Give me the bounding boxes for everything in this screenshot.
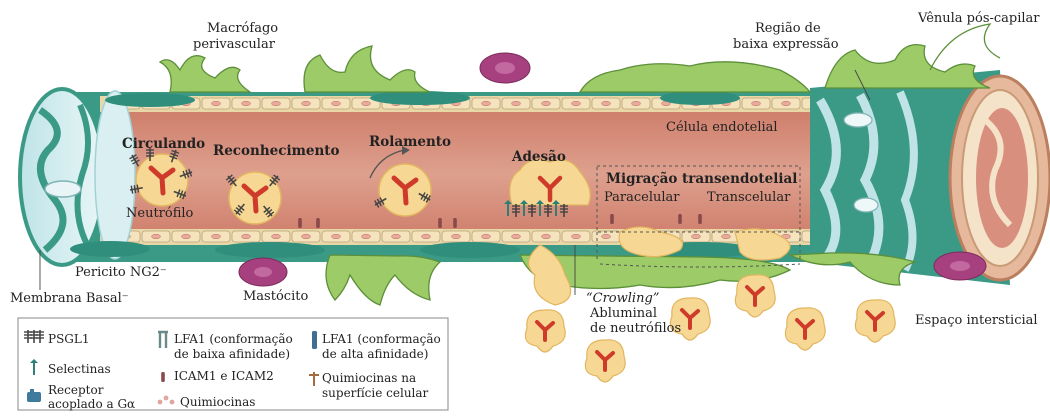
lfa1-high-icon bbox=[312, 331, 317, 349]
endothelial-cell bbox=[322, 231, 350, 242]
endothelial-cell bbox=[142, 231, 170, 242]
endothelial-cell bbox=[772, 98, 800, 109]
label-paracellular: Paracelular bbox=[604, 190, 680, 205]
stage-migration: Migração transendotelial bbox=[606, 171, 797, 187]
endothelial-cell bbox=[592, 98, 620, 109]
legend-surface-chem-2: superfície celular bbox=[322, 386, 429, 400]
legend-lfa1-high-2: de alta afinidade) bbox=[322, 347, 428, 361]
label-macrophage-2: perivascular bbox=[193, 37, 276, 52]
endothelial-cell bbox=[532, 98, 560, 109]
icam-marker bbox=[698, 214, 702, 224]
endothelial-cell bbox=[322, 98, 350, 109]
endothelial-cell bbox=[202, 98, 230, 109]
endothelial-cell bbox=[682, 231, 710, 242]
label-macrophage-1: Macrófago bbox=[207, 21, 278, 36]
label-crawling-3: de neutrófilos bbox=[590, 321, 681, 336]
legend-lfa1-low-1: LFA1 (conformação bbox=[174, 332, 293, 346]
endothelial-cell bbox=[532, 231, 560, 242]
icam-marker bbox=[610, 214, 614, 224]
vessel-left-end bbox=[20, 89, 135, 265]
icam-marker bbox=[453, 218, 457, 228]
label-crawling-2: Abluminal bbox=[589, 306, 657, 321]
legend-icam: ICAM1 e ICAM2 bbox=[174, 369, 274, 383]
label-endothelial: Célula endotelial bbox=[666, 120, 778, 135]
endothelial-cell bbox=[262, 98, 290, 109]
icam-marker bbox=[316, 218, 320, 228]
icam-marker bbox=[678, 214, 682, 224]
stage-circulating: Circulando bbox=[122, 136, 205, 152]
label-neutrophil: Neutrófilo bbox=[126, 206, 194, 221]
label-crawling: “Crowling” bbox=[586, 291, 659, 306]
endothelial-cell bbox=[292, 231, 320, 242]
label-mast-cell: Mastócito bbox=[243, 289, 308, 304]
legend-surface-chem-1: Quimiocinas na bbox=[322, 371, 416, 385]
endothelial-cell bbox=[412, 231, 440, 242]
label-venule: Vênula pós-capilar bbox=[917, 11, 1040, 26]
label-basal-membrane: Membrana Basal⁻ bbox=[10, 291, 129, 306]
icam-marker bbox=[438, 218, 442, 228]
endothelial-cell bbox=[622, 98, 650, 109]
endothelial-cell bbox=[172, 231, 200, 242]
endothelial-cell bbox=[382, 231, 410, 242]
endothelial-cell bbox=[562, 231, 590, 242]
endothelial-cell bbox=[352, 231, 380, 242]
label-interstitial: Espaço intersticial bbox=[915, 313, 1038, 328]
legend: PSGL1 Selectinas Receptor acoplado a Gα … bbox=[18, 318, 448, 411]
endothelial-cell bbox=[232, 98, 260, 109]
legend-receptor-2: acoplado a Gα bbox=[48, 397, 135, 411]
legend-psgl1: PSGL1 bbox=[48, 332, 89, 346]
endothelial-cell bbox=[442, 231, 470, 242]
endothelial-cell bbox=[472, 98, 500, 109]
endothelial-cell bbox=[562, 98, 590, 109]
icam-icon bbox=[161, 372, 165, 382]
legend-selectins: Selectinas bbox=[48, 362, 111, 376]
stage-recognition: Reconhecimento bbox=[213, 143, 340, 159]
icam-marker bbox=[298, 218, 302, 228]
endothelial-cell bbox=[502, 98, 530, 109]
endothelial-cell bbox=[262, 231, 290, 242]
legend-lfa1-high-1: LFA1 (conformação bbox=[322, 332, 441, 346]
label-low-expression-1: Região de bbox=[755, 21, 821, 36]
endothelial-cell bbox=[742, 98, 770, 109]
label-transcellular: Transcelular bbox=[707, 190, 791, 205]
endothelial-cell bbox=[592, 231, 620, 242]
legend-chemokines: Quimiocinas bbox=[180, 395, 255, 409]
legend-receptor-1: Receptor bbox=[48, 383, 104, 397]
stage-adhesion: Adesão bbox=[511, 149, 566, 165]
endothelial-cell bbox=[472, 231, 500, 242]
label-pericyte: Pericito NG2⁻ bbox=[75, 265, 167, 280]
endothelial-cell bbox=[502, 231, 530, 242]
endothelial-cell bbox=[232, 231, 260, 242]
endothelial-cell bbox=[292, 98, 320, 109]
legend-lfa1-low-2: de baixa afinidade) bbox=[174, 347, 290, 361]
stage-rolling: Rolamento bbox=[369, 134, 451, 150]
macrophages-top bbox=[160, 24, 1000, 92]
neutrophils-interstitial bbox=[525, 275, 895, 382]
label-low-expression-2: baixa expressão bbox=[733, 37, 839, 52]
endothelial-cell bbox=[202, 231, 230, 242]
